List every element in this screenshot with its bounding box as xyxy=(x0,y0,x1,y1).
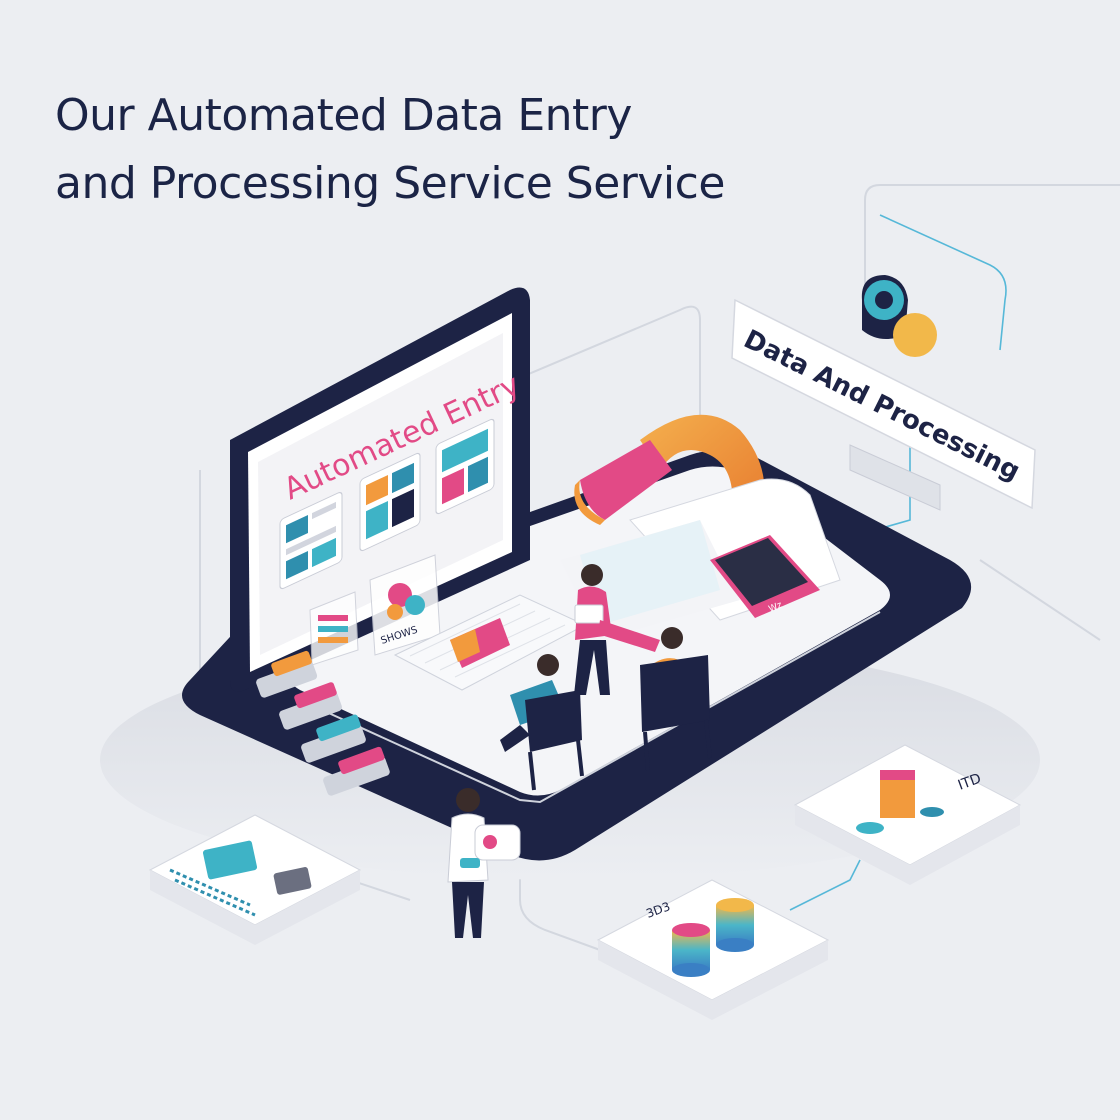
tablet: Wz xyxy=(710,535,820,618)
screen-panel-right xyxy=(435,418,495,515)
right-card-label: ITD xyxy=(956,771,984,794)
floating-map-card: SHOWS xyxy=(369,554,441,656)
person-presenter xyxy=(447,788,521,938)
box-icon xyxy=(880,770,915,818)
database-icon xyxy=(672,898,754,977)
tablet-label: Wz xyxy=(767,600,784,614)
title-line-2: and Processing Service Service xyxy=(55,158,725,209)
screen-panel-left xyxy=(279,491,343,590)
cloud-icon xyxy=(861,275,937,357)
page-title: Our Automated Data Entry and Processing … xyxy=(55,82,725,218)
card-box-right: ITD xyxy=(793,744,1022,885)
person-seated-left xyxy=(500,654,584,791)
drive-stack xyxy=(256,650,390,796)
floating-chart-card xyxy=(309,591,359,666)
person-seated-right xyxy=(598,620,712,771)
keyboard xyxy=(393,594,587,691)
screen-panel-middle xyxy=(359,452,421,552)
card-monitor-left xyxy=(148,814,362,945)
title-line-1: Our Automated Data Entry xyxy=(55,90,632,141)
card-database: 3D3 xyxy=(596,879,830,1020)
